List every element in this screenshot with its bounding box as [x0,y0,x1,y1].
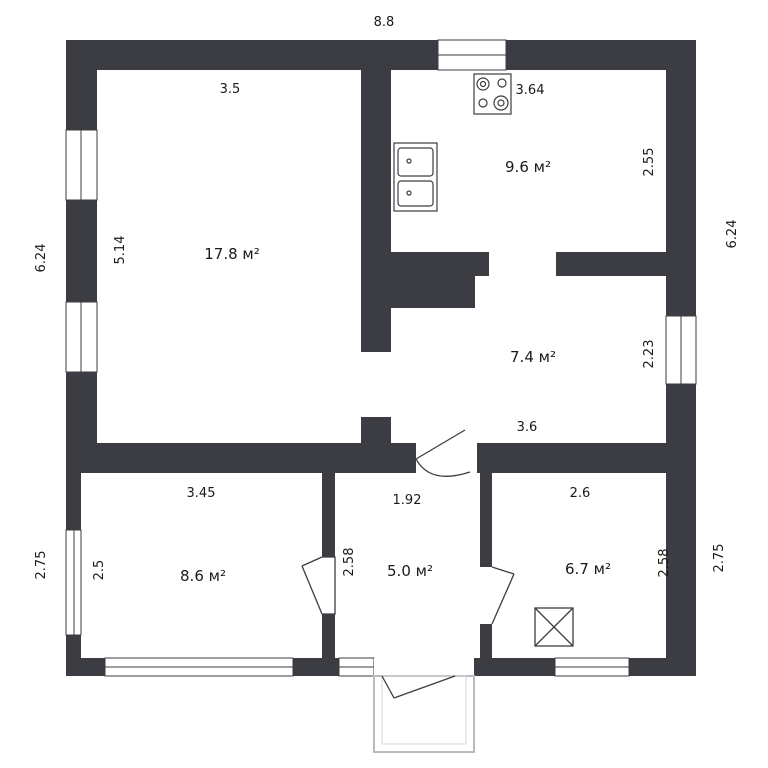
room-living [97,70,361,443]
door-bath [491,566,515,575]
wall-hall-notch [391,252,475,308]
door-hall [415,429,466,460]
door-entry [381,675,395,699]
wall-entry-bath-bottom [480,624,492,674]
room-bedroom [81,473,322,658]
kitchen-width: 3.64 [516,83,545,98]
dim-right-lower: 2.75 [712,544,727,573]
porch-steps [373,675,475,753]
entry-height: 2.58 [342,548,357,577]
dim-left-upper: 6.24 [34,244,49,273]
doors [301,429,515,699]
wall-bedroom-entry-bottom [322,614,335,674]
wall-kitchen-hall-right [556,252,696,276]
living-height: 5.14 [113,236,128,265]
bedroom-height: 2.5 [92,560,107,581]
bath-width: 2.6 [570,486,591,501]
door-bedroom [301,556,323,567]
dim-left-lower: 2.75 [34,551,49,580]
wall-bedroom-entry-top [322,473,335,557]
living-width: 3.5 [220,82,241,97]
shower-drain-icon [534,607,574,647]
wall-stub-hall [361,417,391,457]
bedroom-width: 3.45 [187,486,216,501]
kitchen-height: 2.55 [642,148,657,177]
entry-width: 1.92 [393,493,422,508]
doorway-kitchen-hall [489,252,556,276]
living-area: 17.8 м² [204,245,260,263]
bath-height: 2.58 [657,549,672,578]
bath-area: 6.7 м² [565,560,611,578]
room-hall [475,276,666,443]
room-bath [492,473,666,658]
hall-area: 7.4 м² [510,348,556,366]
doorway-living-hall [361,352,391,417]
room-entry [335,473,480,658]
stove-icon [473,73,512,115]
wall-entry-bath-top [480,473,492,567]
room-hall-left [391,308,475,443]
porch [373,658,475,753]
entry-area: 5.0 м² [387,562,433,580]
wall-living-kitchen [361,40,391,352]
windows [65,39,697,677]
dim-top: 8.8 [374,15,395,30]
sink-icon [393,142,438,212]
rooms [81,70,666,658]
door-openings [416,443,477,473]
dim-right-upper: 6.24 [725,220,740,249]
hall-width: 3.6 [517,420,538,435]
bedroom-area: 8.6 м² [180,567,226,585]
kitchen-area: 9.6 м² [505,158,551,176]
hall-height: 2.23 [642,340,657,369]
